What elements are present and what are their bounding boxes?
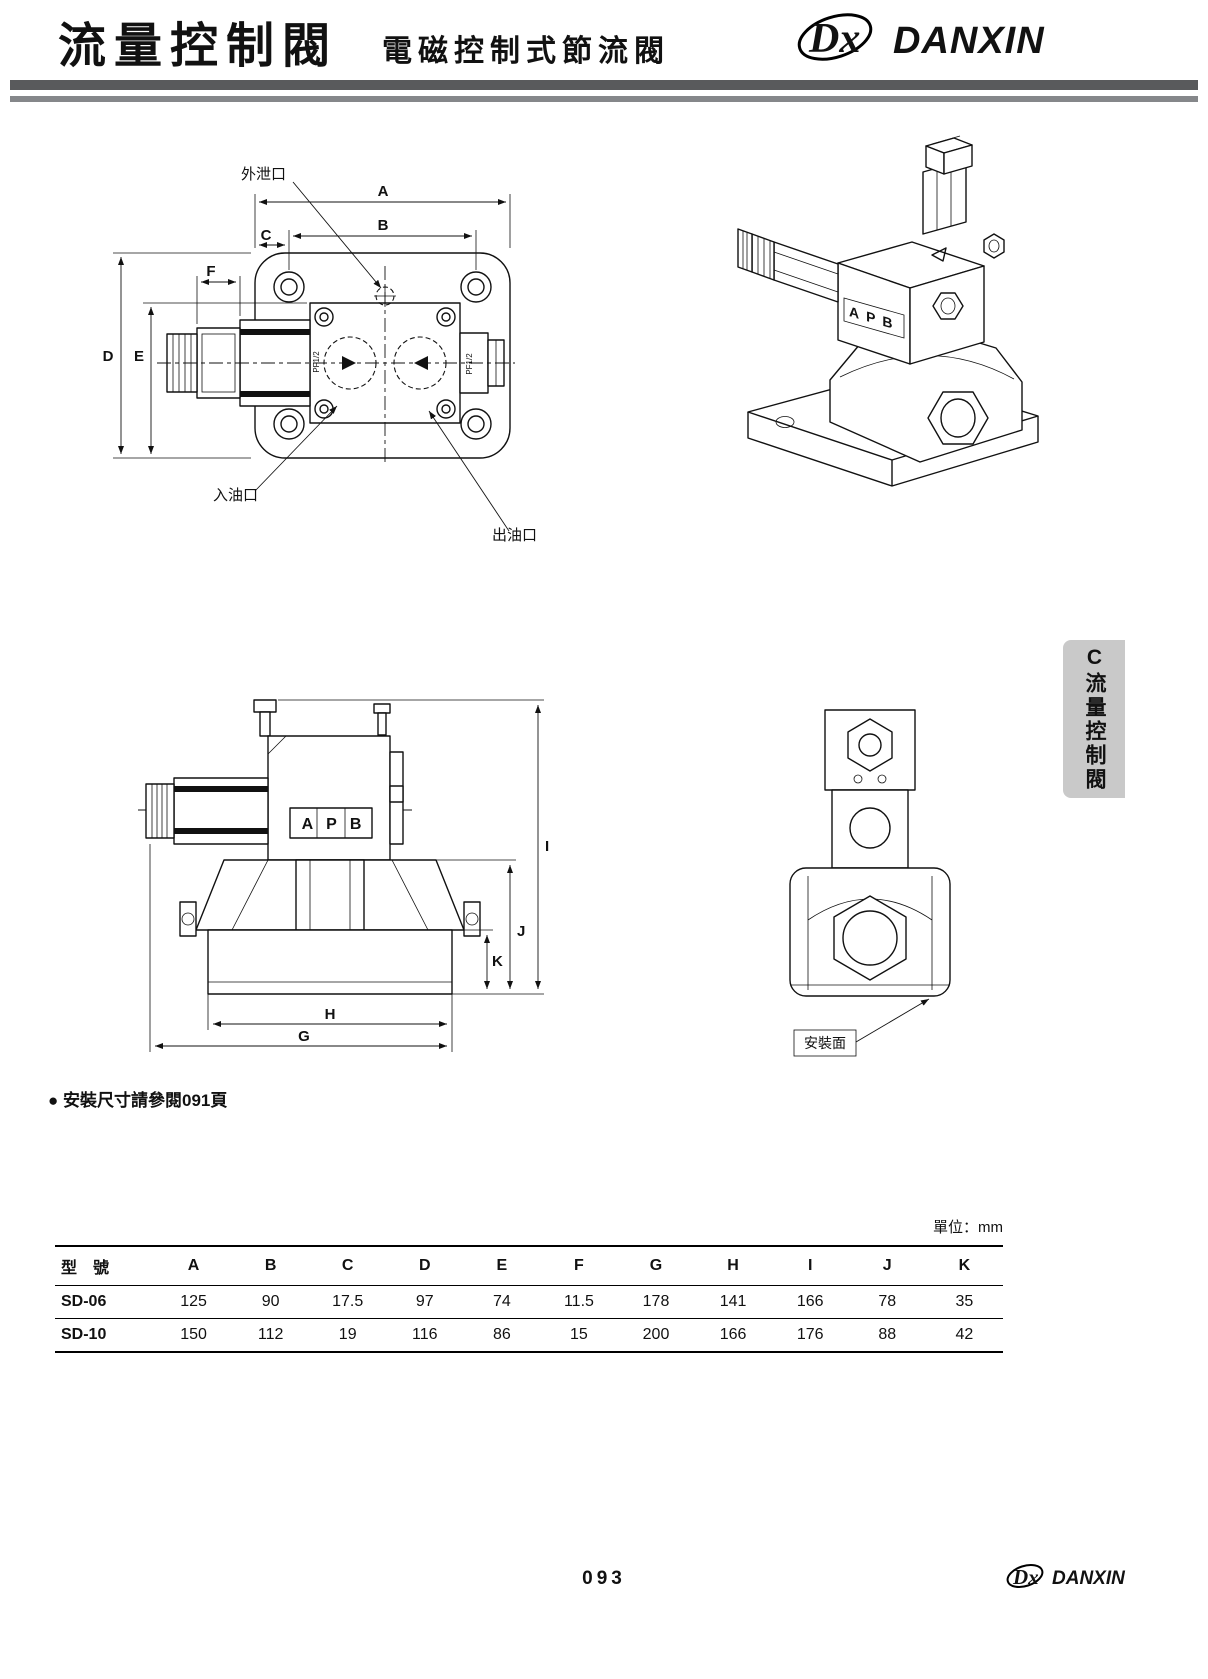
value-cell: 88	[878, 1326, 897, 1343]
danxin-logo-mark: Dx	[808, 16, 860, 62]
value-cell: 176	[796, 1326, 824, 1343]
danxin-logo: Dx DANXIN	[797, 13, 1045, 62]
col-header-k: K	[958, 1257, 971, 1274]
value-cell: 112	[257, 1326, 284, 1343]
port-marking-2: PF1/2	[465, 353, 474, 375]
front-view-dimensions: A B C F D E	[103, 183, 511, 459]
iso-solenoid	[737, 228, 839, 303]
installation-note: ● 安裝尺寸請參閱091頁	[48, 1091, 228, 1110]
iso-connector	[922, 135, 973, 235]
unit-label: 單位：mm	[933, 1219, 1003, 1236]
dim-label-g: G	[298, 1028, 310, 1045]
iso-hex-bolt	[983, 233, 1005, 259]
col-header-model: 型 號	[61, 1260, 110, 1277]
value-cell: 42	[955, 1326, 974, 1343]
page-number: 093	[582, 1568, 626, 1589]
page-subtitle: 電磁控制式節流閥	[382, 35, 670, 68]
header-divider-bar	[10, 80, 1198, 90]
front-view-callouts: 外泄口 入油口 出油口	[213, 166, 537, 544]
table-row: SD-06 125 90 17.5 97 74 11.5 178 141 166…	[55, 1286, 1003, 1319]
col-header-d: D	[418, 1257, 431, 1274]
col-header-i: I	[807, 1257, 813, 1274]
dim-label-c: C	[261, 227, 272, 244]
value-cell: 150	[180, 1326, 207, 1343]
valve-top-view: PF1/2 PF1/2	[157, 252, 515, 466]
value-cell: 19	[338, 1326, 357, 1343]
section-tab-label: C流量控制閥	[1083, 646, 1106, 792]
col-header-f: F	[574, 1257, 584, 1274]
section-tab[interactable]: C流量控制閥	[1063, 640, 1125, 798]
col-header-e: E	[496, 1257, 508, 1274]
logo-orbit	[797, 13, 873, 61]
dim-label-f: F	[206, 263, 215, 280]
dim-label-i: I	[545, 838, 549, 855]
footer-logo-text: DANXIN	[1052, 1568, 1126, 1589]
mounting-surface-label: 安裝面	[804, 1035, 846, 1051]
value-cell: 90	[261, 1293, 280, 1310]
mounting-callout: 安裝面	[793, 998, 930, 1057]
value-cell: 35	[955, 1293, 974, 1310]
value-cell: 97	[415, 1293, 434, 1310]
col-header-j: J	[882, 1257, 892, 1274]
base-block	[207, 929, 453, 995]
page-title: 流量控制閥	[58, 20, 339, 73]
side-apb-label: APB	[302, 816, 375, 833]
iso-hex-nut	[927, 391, 989, 445]
iso-valve-dome	[829, 327, 1023, 463]
value-cell: 17.5	[332, 1293, 364, 1310]
dimension-table: 型 號 A B C D E F G H I J K SD-06 125	[55, 1245, 1003, 1353]
dimension-table-section: 單位：mm 型 號 A B C D E F G H I J	[55, 1216, 1003, 1353]
value-cell: 74	[492, 1293, 511, 1310]
value-cell: 78	[878, 1293, 897, 1310]
col-header-a: A	[187, 1257, 200, 1274]
value-cell: 15	[570, 1326, 588, 1343]
hex-socket	[847, 718, 893, 772]
footer-logo-mark: Dx	[1012, 1565, 1039, 1589]
col-header-g: G	[649, 1257, 663, 1274]
dim-label-d: D	[103, 348, 114, 365]
dim-label-e: E	[134, 348, 144, 365]
iso-hex-plug	[932, 292, 964, 320]
value-cell: 11.5	[563, 1293, 594, 1310]
footer-logo: Dx DANXIN	[1006, 1563, 1126, 1589]
header-divider-bar-2	[10, 96, 1198, 102]
side-valve-body	[267, 735, 391, 861]
side-view-dimensions: I J K H G	[149, 699, 549, 1052]
value-cell: 125	[180, 1293, 207, 1310]
value-cell: 141	[719, 1293, 747, 1310]
side-view-valve: APB	[138, 699, 481, 995]
side-view-drawing: APB I J K H G	[138, 699, 549, 1052]
table-row: SD-10 150 112 19 116 86 15 200 166 176 8…	[55, 1319, 1003, 1353]
value-cell: 166	[796, 1293, 824, 1310]
value-cell: 200	[642, 1326, 670, 1343]
drain-callout: 外泄口	[241, 166, 286, 183]
table-header-row: 型 號 A B C D E F G H I J K	[55, 1246, 1003, 1286]
dim-label-k: K	[492, 953, 503, 970]
value-cell: 166	[719, 1326, 747, 1343]
footer-logo-orbit	[1006, 1563, 1044, 1589]
outlet-callout: 出油口	[492, 527, 537, 544]
port-marking: PF1/2	[312, 351, 321, 373]
model-cell: SD-06	[61, 1293, 107, 1310]
value-cell: 178	[642, 1293, 670, 1310]
value-cell: 116	[412, 1326, 438, 1343]
col-header-c: C	[341, 1257, 354, 1274]
model-cell: SD-10	[61, 1326, 107, 1343]
inlet-callout: 入油口	[213, 487, 258, 504]
end-view-valve	[789, 709, 951, 997]
dim-label-h: H	[325, 1006, 336, 1023]
isometric-view-drawing: APB	[737, 135, 1039, 487]
value-cell: 86	[492, 1326, 511, 1343]
dim-label-b: B	[378, 217, 389, 234]
dim-label-j: J	[517, 923, 525, 940]
front-view-drawing: PF1/2 PF1/2 A B C F D E 外泄口	[103, 166, 537, 544]
end-view-drawing: 安裝面	[789, 709, 951, 1057]
side-solenoid	[145, 777, 269, 845]
danxin-logo-text: DANXIN	[893, 20, 1045, 62]
col-header-h: H	[727, 1257, 739, 1274]
dim-label-a: A	[378, 183, 389, 200]
iso-pilot-block: APB	[837, 233, 1005, 365]
apb-plate	[289, 807, 373, 839]
col-header-b: B	[264, 1257, 277, 1274]
